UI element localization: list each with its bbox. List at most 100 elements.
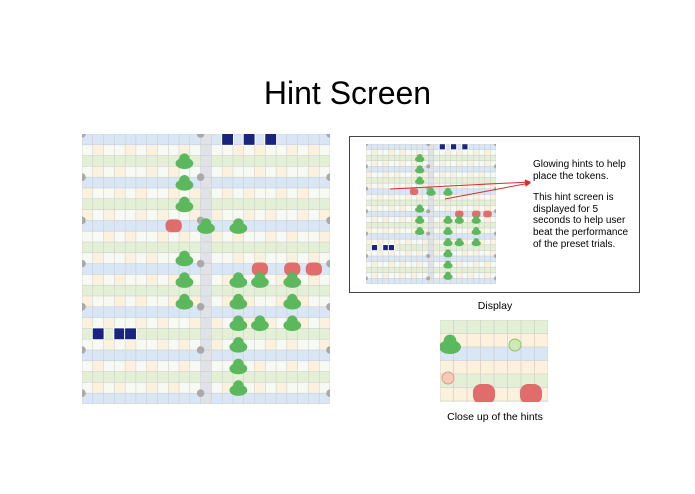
green-hint-token-icon (229, 218, 248, 234)
arrow-line (389, 179, 531, 190)
marker-dot-icon (366, 276, 368, 281)
marker-dot-icon (326, 173, 330, 181)
blue-player-token-icon (221, 134, 234, 146)
red-preset-token-icon (165, 219, 182, 233)
glowing-hint-icon (508, 338, 522, 352)
marker-dot-icon (196, 303, 205, 311)
green-hint-token-icon (443, 226, 453, 236)
marker-dot-icon (82, 216, 86, 225)
blue-player-token-icon (113, 327, 127, 341)
arrow-line (444, 180, 531, 200)
green-hint-token-icon (440, 334, 461, 354)
marker-dot-icon (366, 209, 368, 214)
marker-dot-icon (82, 259, 86, 268)
marker-dot-icon (326, 346, 330, 354)
marker-dot-icon (196, 389, 205, 397)
closeup-grid (440, 320, 548, 402)
marker-dot-icon (426, 144, 431, 146)
green-hint-token-icon (283, 315, 302, 332)
green-hint-token-icon (443, 215, 453, 224)
marker-dot-icon (326, 134, 330, 138)
marker-dot-icon (196, 346, 205, 354)
green-hint-token-icon (175, 153, 194, 170)
marker-dot-icon (366, 164, 368, 169)
marker-dot-icon (426, 164, 431, 169)
green-hint-token-icon (229, 293, 248, 310)
green-hint-token-icon (197, 218, 215, 234)
blue-player-token-icon (387, 244, 396, 252)
marker-dot-icon (196, 259, 205, 268)
marker-dot-icon (326, 259, 330, 268)
green-hint-token-icon (426, 187, 436, 196)
blue-player-token-icon (242, 134, 256, 146)
green-hint-token-icon (415, 176, 425, 185)
marker-dot-icon (426, 231, 431, 236)
marker-dot-icon (494, 254, 496, 258)
hint-closeup (440, 320, 548, 402)
green-hint-token-icon (175, 196, 194, 213)
red-preset-token-icon (473, 384, 495, 402)
marker-dot-icon (426, 254, 431, 258)
thumbnail-grid (366, 144, 496, 284)
marker-dot-icon (326, 303, 330, 311)
green-hint-token-icon (415, 165, 425, 174)
marker-dot-icon (196, 173, 205, 181)
blue-player-token-icon (370, 244, 379, 252)
green-hint-token-icon (454, 215, 464, 224)
green-hint-token-icon (415, 226, 425, 236)
green-hint-token-icon (283, 293, 302, 310)
marker-dot-icon (494, 209, 496, 214)
green-hint-token-icon (229, 380, 248, 396)
green-hint-token-icon (471, 215, 481, 224)
glowing-hint-icon (441, 371, 455, 385)
green-hint-token-icon (175, 293, 194, 310)
red-preset-token-icon (409, 188, 419, 195)
red-preset-token-icon (483, 210, 492, 218)
marker-dot-icon (366, 186, 368, 191)
marker-dot-icon (326, 389, 330, 397)
marker-dot-icon (494, 276, 496, 281)
red-preset-token-icon (251, 262, 268, 276)
blue-player-token-icon (461, 144, 469, 151)
green-hint-token-icon (175, 250, 194, 267)
marker-dot-icon (82, 346, 86, 354)
marker-dot-icon (82, 173, 86, 181)
green-hint-token-icon (415, 215, 425, 224)
display-label: Display (477, 300, 513, 312)
marker-dot-icon (366, 144, 368, 146)
green-hint-token-icon (283, 272, 302, 288)
marker-dot-icon (366, 254, 368, 258)
hint-note-line1: Glowing hints to help place the tokens. (533, 159, 626, 182)
green-hint-token-icon (229, 358, 248, 375)
green-hint-token-icon (471, 238, 481, 247)
thumbnail-board (366, 144, 496, 284)
green-hint-token-icon (443, 187, 453, 196)
marker-dot-icon (326, 216, 330, 225)
green-hint-token-icon (175, 272, 194, 288)
green-hint-token-icon (229, 336, 248, 353)
green-hint-token-icon (471, 226, 481, 236)
blue-player-token-icon (264, 134, 278, 146)
marker-dot-icon (494, 144, 496, 146)
green-hint-token-icon (251, 315, 269, 332)
green-hint-token-icon (443, 260, 453, 269)
green-hint-token-icon (229, 272, 248, 288)
red-preset-token-icon (471, 210, 481, 218)
green-hint-token-icon (229, 315, 248, 332)
marker-dot-icon (426, 209, 431, 214)
red-preset-token-icon (455, 210, 464, 218)
hint-arrows (389, 179, 531, 200)
red-preset-token-icon (305, 262, 322, 276)
green-hint-token-icon (443, 238, 453, 247)
marker-dot-icon (82, 303, 86, 311)
green-hint-token-icon (443, 249, 453, 258)
marker-dot-icon (82, 134, 86, 138)
game-board[interactable] (82, 134, 330, 404)
hint-note-line2: This hint screen is displayed for 5 seco… (533, 192, 629, 250)
blue-player-token-icon (450, 144, 458, 151)
hint-thumbnail-panel: Glowing hints to help place the tokens. … (349, 136, 640, 293)
hint-description: Glowing hints to help place the tokens. … (533, 159, 633, 260)
blue-player-token-icon (91, 327, 105, 341)
green-hint-token-icon (251, 272, 269, 288)
marker-dot-icon (494, 164, 496, 169)
